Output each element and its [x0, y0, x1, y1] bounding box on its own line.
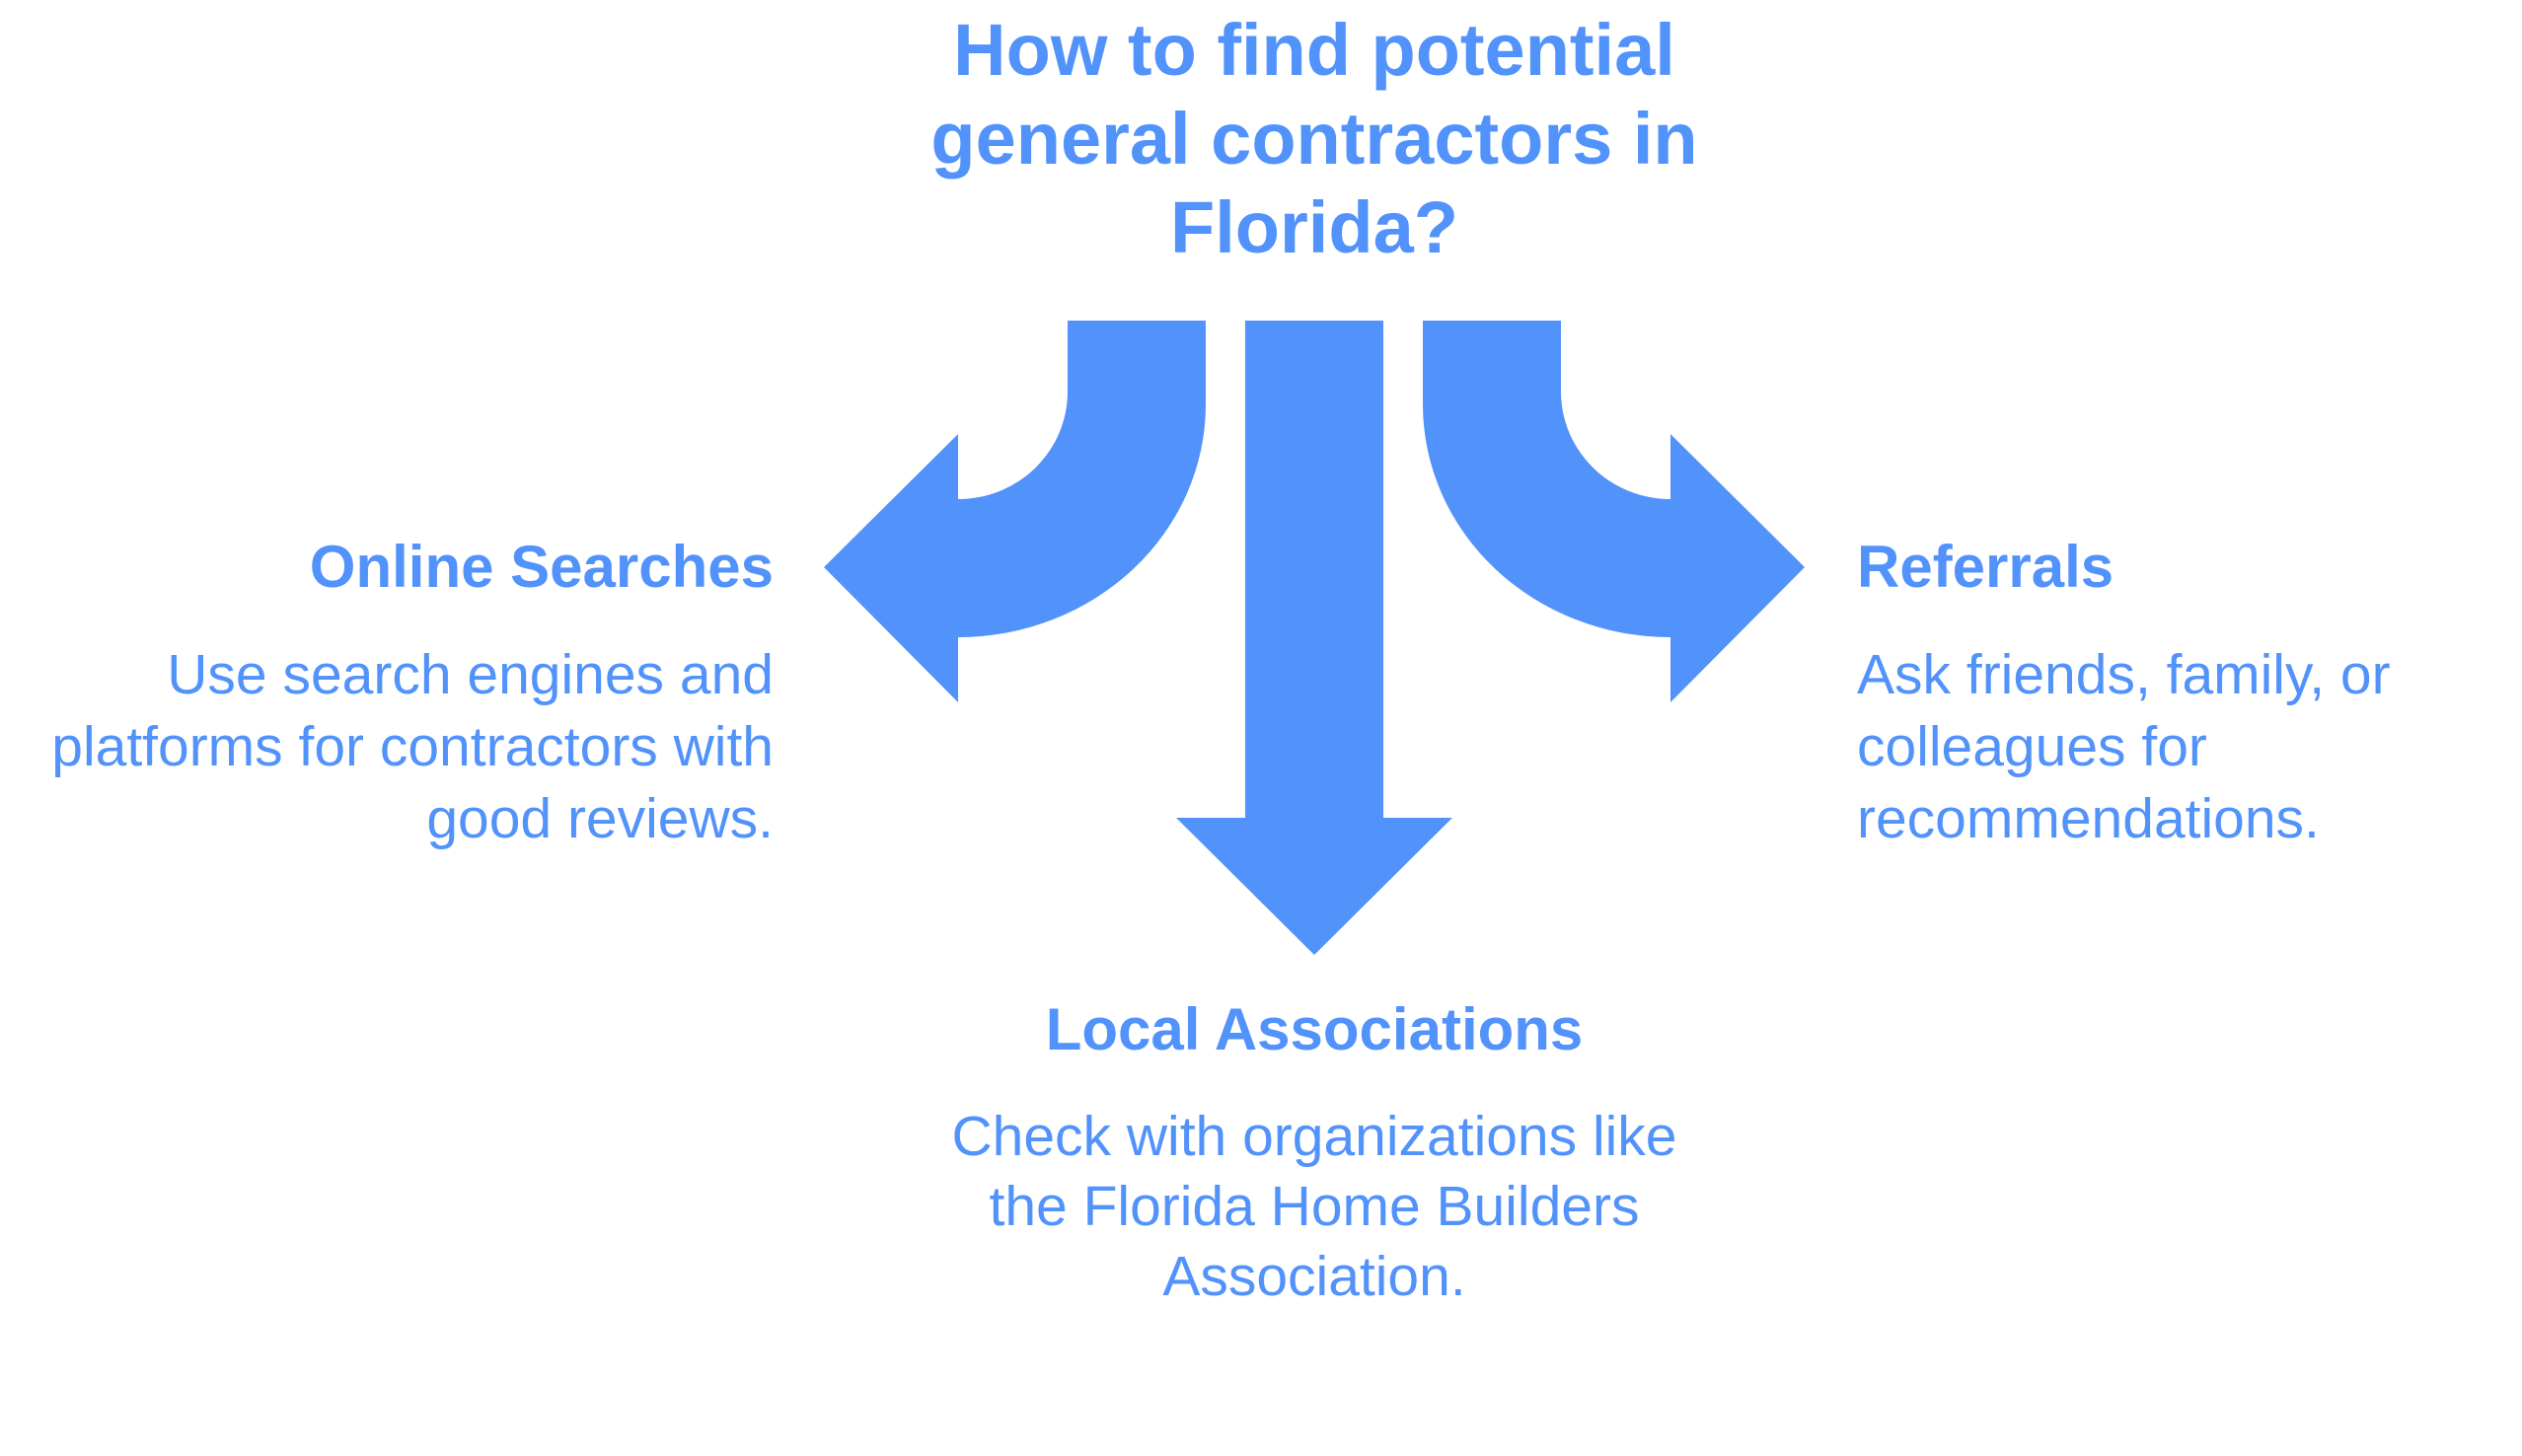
right-curved-arrow-icon [1423, 321, 1805, 702]
online-searches-heading: Online Searches [309, 534, 774, 600]
title-line: general contractors in [930, 98, 1698, 180]
diagram-title: How to find potential general contractor… [821, 6, 1808, 272]
description-line: platforms for contractors with [51, 715, 774, 778]
referrals-heading: Referrals [1857, 534, 2114, 600]
description-line: the Florida Home Builders [989, 1175, 1640, 1238]
left-curved-arrow-icon [824, 321, 1206, 702]
title-line: How to find potential [953, 9, 1675, 91]
online-searches-description: Use search engines and platforms for con… [51, 639, 774, 855]
title-line: Florida? [1170, 186, 1458, 268]
description-line: Use search engines and [167, 643, 774, 706]
description-line: colleagues for [1857, 715, 2207, 778]
description-line: good reviews. [426, 787, 774, 850]
local-associations-heading: Local Associations [1045, 996, 1584, 1062]
local-associations-description: Check with organizations like the Florid… [821, 1102, 1808, 1312]
description-line: recommendations. [1857, 787, 2320, 850]
description-line: Ask friends, family, or [1857, 643, 2391, 706]
description-line: Check with organizations like [951, 1105, 1677, 1168]
referrals-description: Ask friends, family, or colleagues for r… [1857, 639, 2391, 855]
down-arrow-icon [1176, 321, 1452, 955]
description-line: Association. [1162, 1245, 1466, 1308]
